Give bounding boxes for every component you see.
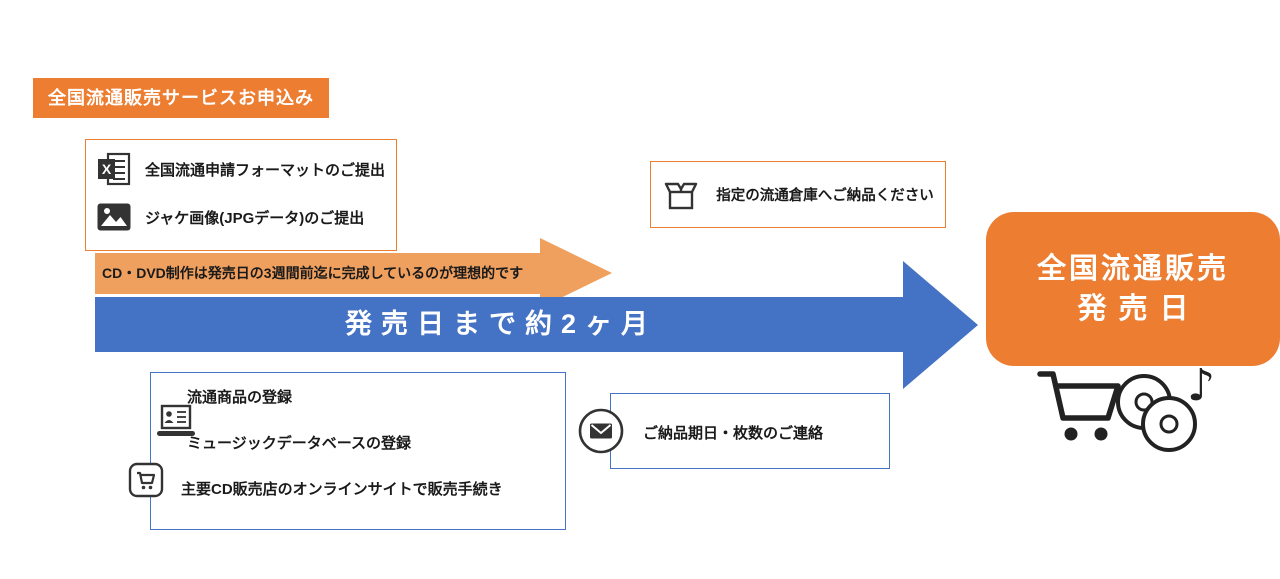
production-period-arrow xyxy=(95,238,612,308)
svg-text:X: X xyxy=(102,161,112,177)
submission-row-jacket: ジャケ画像(JPGデータ)のご提出 xyxy=(96,202,364,232)
music-note-icon: ♪ xyxy=(1187,362,1215,411)
registration-box: 流通商品の登録 ミュージックデータベースの登録 主要CD販売店のオンラインサイト… xyxy=(128,372,566,530)
delivery-box: ご納品期日・枚数のご連絡 xyxy=(578,393,890,469)
timeline-arrow-label: 発売日まで約2ヶ月 xyxy=(344,309,658,339)
warehouse-box: 指定の流通倉庫へご納品ください xyxy=(650,161,946,228)
warehouse-label: 指定の流通倉庫へご納品ください xyxy=(716,188,934,204)
package-box-icon xyxy=(665,182,698,209)
submission-jacket-label: ジャケ画像(JPGデータ)のご提出 xyxy=(145,209,365,227)
production-note-label: CD・DVD制作は発売日の3週間前迄に完成しているのが理想的です xyxy=(102,265,524,281)
release-box: 全国流通販売 発売日 xyxy=(986,212,1280,366)
laptop-registration-icon xyxy=(155,404,197,445)
mail-contact-icon xyxy=(577,407,625,460)
application-badge: 全国流通販売サービスお申込み xyxy=(33,78,329,118)
cd-disc-icon xyxy=(1116,374,1197,452)
timeline-arrow xyxy=(95,261,978,389)
delivery-label: ご納品期日・枚数のご連絡 xyxy=(643,425,824,442)
excel-file-icon: X xyxy=(98,152,131,186)
shopping-cart-icon xyxy=(1037,371,1121,441)
cart-cd-illustration: ♪ xyxy=(1037,362,1215,452)
release-title: 全国流通販売 xyxy=(1036,253,1229,285)
submission-format-label: 全国流通申請フォーマットのご提出 xyxy=(145,161,386,179)
online-store-cart-icon xyxy=(127,461,165,504)
release-subtitle: 発売日 xyxy=(1077,293,1201,325)
registration-onlinesite-label: 主要CD販売店のオンラインサイトで販売手続き xyxy=(181,481,503,498)
submission-row-format: X 全国流通申請フォーマットのご提出 xyxy=(96,151,385,187)
submission-box: X 全国流通申請フォーマットのご提出 ジャケ画像(JPGデータ)のご提出 xyxy=(85,139,397,251)
registration-database-label: ミュージックデータベースの登録 xyxy=(187,435,411,452)
registration-product-label: 流通商品の登録 xyxy=(187,389,293,406)
jacket-image-icon xyxy=(97,203,131,231)
